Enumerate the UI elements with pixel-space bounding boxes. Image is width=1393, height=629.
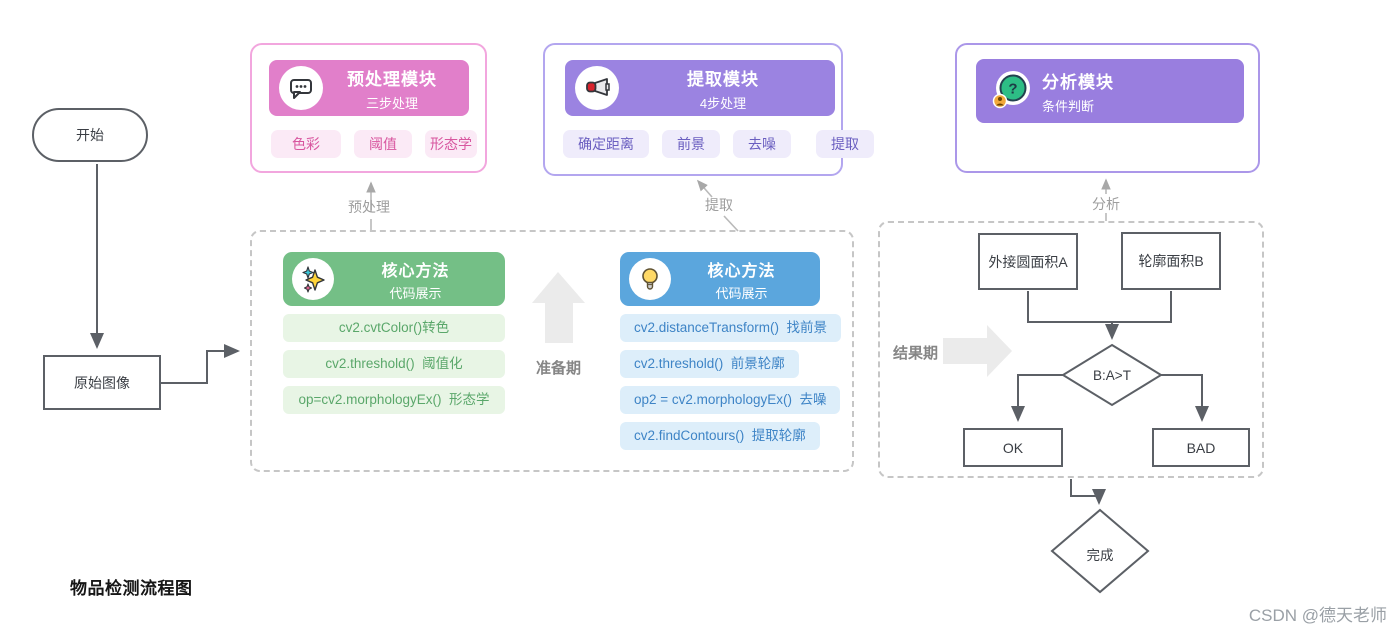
- code-item-threshold-contour: cv2.threshold() 前景轮廓: [620, 350, 799, 378]
- tag-foreground: 前景: [662, 130, 720, 158]
- area-b-node: 轮廓面积B: [1121, 232, 1221, 290]
- green-core-subtitle: 代码展示: [389, 285, 442, 301]
- result-stage-container: [878, 221, 1264, 478]
- preprocess-header-text: 预处理模块 三步处理: [323, 65, 469, 112]
- megaphone-icon: [575, 66, 619, 110]
- preprocess-tags: 色彩 阈值 形态学: [271, 130, 477, 158]
- decision-node-label: B:A>T: [1093, 368, 1131, 383]
- extract-connector-label: 提取: [705, 197, 733, 213]
- question-person-icon: ?: [986, 65, 1038, 117]
- tag-morphology: 形态学: [425, 130, 477, 158]
- green-core-title: 核心方法: [381, 262, 450, 280]
- ok-node: OK: [963, 428, 1063, 467]
- analyze-subtitle: 条件判断: [1042, 98, 1095, 114]
- code-item-morphology: op=cv2.morphologyEx() 形态学: [283, 386, 505, 414]
- tag-color: 色彩: [271, 130, 341, 158]
- extract-module-header: 提取模块 4步处理: [565, 60, 835, 116]
- analyze-module-header: ? 分析模块 条件判断: [976, 59, 1244, 123]
- start-node: 开始: [32, 108, 148, 162]
- green-core-header: 核心方法 代码展示: [283, 252, 505, 306]
- preprocess-title: 预处理模块: [347, 69, 437, 89]
- bad-node: BAD: [1152, 428, 1250, 467]
- code-item-threshold: cv2.threshold() 阈值化: [283, 350, 505, 378]
- diagram-title: 物品检测流程图: [70, 579, 193, 598]
- analyze-module-card: ? 分析模块 条件判断: [955, 43, 1260, 173]
- extract-tags: 确定距离 前景 去噪 提取: [563, 130, 874, 158]
- done-node-label: 完成: [1086, 548, 1114, 563]
- prepare-stage-container: [250, 230, 854, 472]
- preprocess-subtitle: 三步处理: [365, 95, 418, 111]
- analyze-title: 分析模块: [1042, 72, 1114, 92]
- code-item-find-contours: cv2.findContours() 提取轮廓: [620, 422, 820, 450]
- code-item-distance-transform: cv2.distanceTransform() 找前景: [620, 314, 842, 342]
- extract-title: 提取模块: [687, 69, 759, 89]
- prepare-stage-label: 准备期: [536, 360, 582, 377]
- extract-subtitle: 4步处理: [699, 95, 747, 111]
- analyze-header-text: 分析模块 条件判断: [1038, 68, 1114, 115]
- blue-core-subtitle: 代码展示: [715, 285, 768, 301]
- preprocess-connector-label: 预处理: [348, 199, 390, 215]
- blue-core-text: 核心方法 代码展示: [671, 257, 820, 302]
- code-item-morphology-denoise: op2 = cv2.morphologyEx() 去噪: [620, 386, 841, 414]
- blue-core-header: 核心方法 代码展示: [620, 252, 820, 306]
- tag-denoise: 去噪: [733, 130, 791, 158]
- green-core-text: 核心方法 代码展示: [334, 257, 505, 302]
- extract-module-card: 提取模块 4步处理 确定距离 前景 去噪 提取: [543, 43, 874, 176]
- preprocess-module-header: 预处理模块 三步处理: [269, 60, 469, 116]
- source-image-node: 原始图像: [43, 355, 161, 410]
- sparkles-icon: [292, 258, 334, 300]
- edge-prepare-to-label-2: [723, 215, 739, 232]
- chat-bubble-icon: [279, 66, 323, 110]
- extract-header-text: 提取模块 4步处理: [619, 65, 835, 112]
- tag-extract: 提取: [816, 130, 874, 158]
- tag-threshold: 阈值: [354, 130, 412, 158]
- code-item-cvtcolor: cv2.cvtColor()转色: [283, 314, 505, 342]
- analyze-connector-label: 分析: [1092, 196, 1120, 212]
- preprocess-module-card: 预处理模块 三步处理 色彩 阈值 形态学: [250, 43, 487, 173]
- lightbulb-icon: [629, 258, 671, 300]
- watermark: CSDN @德天老师: [1248, 606, 1387, 625]
- svg-text:?: ?: [1008, 81, 1017, 98]
- blue-core-title: 核心方法: [707, 262, 776, 280]
- edge-result-to-done: [1070, 479, 1106, 505]
- result-stage-label: 结果期: [893, 345, 939, 362]
- tag-distance: 确定距离: [563, 130, 649, 158]
- edge-source-to-prepare: [161, 344, 240, 384]
- area-a-node: 外接圆面积A: [978, 233, 1078, 290]
